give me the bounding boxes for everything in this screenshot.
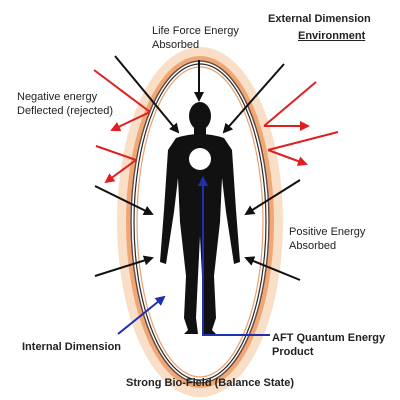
internal-energy-arrows	[117, 176, 270, 336]
label-internal-dimension: Internal Dimension	[22, 341, 122, 353]
negative-energy-arrows	[93, 69, 339, 184]
arrow-internal-dimension	[117, 295, 166, 335]
arrow-low-left	[94, 255, 154, 277]
label-positive-energy: Positive Energy Absorbed	[289, 226, 366, 252]
arrow-low-right	[244, 256, 301, 281]
label-aft-quantum-energy: AFT Quantum Energy Product	[272, 332, 386, 358]
label-negative-energy: Negative energy Deflected (rejected)	[17, 91, 113, 117]
external-energy-arrows	[94, 55, 301, 281]
arrow-top-left	[114, 55, 180, 134]
label-life-force-energy: Life Force Energy Absorbed	[152, 25, 239, 51]
label-external-dimension: External Dimension	[268, 13, 371, 25]
arrow-aft-product	[198, 176, 270, 336]
human-silhouette-icon	[160, 102, 240, 334]
label-environment: Environment	[298, 30, 366, 42]
label-strong-bio-field: Strong Bio-Field (Balance State)	[126, 377, 295, 389]
arrow-mid-right	[244, 179, 301, 216]
bio-field-aura	[117, 47, 283, 397]
arrow-top-right	[222, 63, 285, 134]
arrow-mid-left	[94, 185, 154, 215]
energy-core-icon	[189, 148, 211, 170]
